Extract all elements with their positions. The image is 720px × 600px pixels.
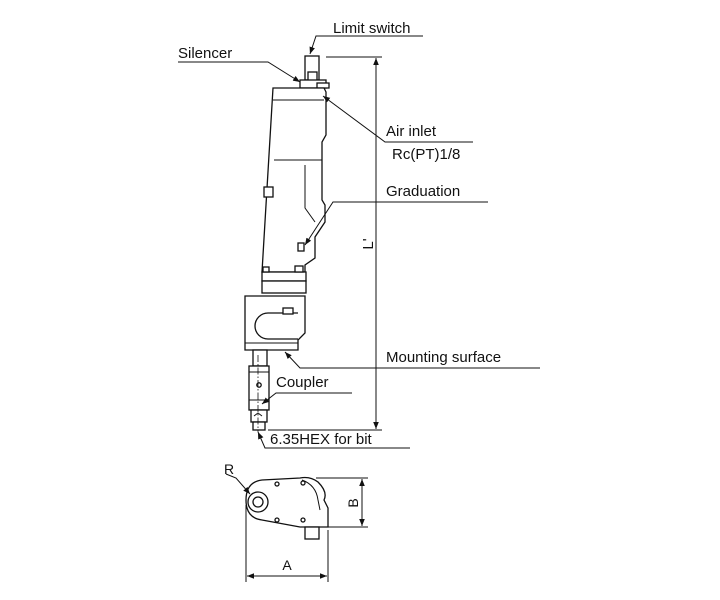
- air-inlet-label: Air inlet: [386, 123, 437, 140]
- graduation-mark: [297, 242, 305, 252]
- tool-side-view: [244, 55, 330, 432]
- coupler-body: [248, 365, 270, 411]
- length-dimension: L': [268, 56, 382, 431]
- length-dimension-label: L': [360, 238, 377, 249]
- width-dimension-label: A: [282, 557, 292, 573]
- bottom-view: R B A: [224, 461, 368, 582]
- leader-lines: [178, 35, 540, 449]
- limit-switch-label: Limit switch: [333, 20, 411, 37]
- radius-label: R: [224, 461, 234, 477]
- silencer-label: Silencer: [178, 45, 232, 62]
- hex-bit-label: 6.35HEX for bit: [270, 431, 373, 448]
- mounting-surface-label: Mounting surface: [386, 349, 501, 366]
- height-dimension-label: B: [345, 498, 361, 507]
- main-body: [261, 87, 327, 273]
- coupler-label: Coupler: [276, 374, 329, 391]
- graduation-label: Graduation: [386, 183, 460, 200]
- hex-bit-tip: [252, 421, 266, 431]
- air-inlet-thread-label: Rc(PT)1/8: [392, 146, 460, 163]
